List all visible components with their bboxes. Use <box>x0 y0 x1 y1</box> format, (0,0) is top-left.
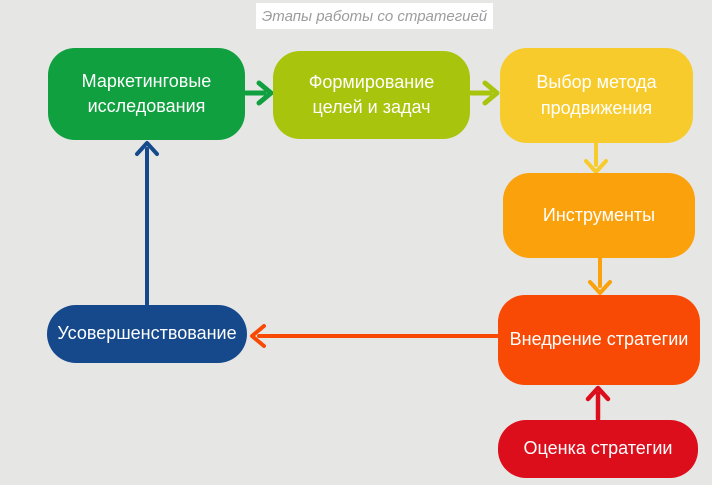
diagram-title: Этапы работы со стратегией <box>261 7 488 25</box>
node-improvement-label: Усовершенствование <box>57 323 237 344</box>
node-improvement: Усовершенствование <box>47 305 247 363</box>
arrow-tools-to-implementation <box>588 257 612 295</box>
arrow-implementation-to-improvement <box>250 324 499 348</box>
arrow-goals-to-method <box>468 80 500 106</box>
arrow-method-to-tools <box>584 142 608 174</box>
node-tools: Инструменты <box>503 173 695 258</box>
node-marketing-research-label: Маркетинговые исследования <box>81 70 212 116</box>
node-method-choice: Выбор метода продвижения <box>500 48 693 143</box>
node-implementation-label: Внедрение стратегии <box>509 329 689 350</box>
node-evaluation: Оценка стратегии <box>498 420 698 478</box>
node-goals-formation: Формирование целей и задач <box>273 51 470 139</box>
arrow-evaluation-to-implementation <box>585 385 611 422</box>
node-tools-label: Инструменты <box>542 204 656 225</box>
node-marketing-research: Маркетинговые исследования <box>48 48 245 140</box>
arrow-research-to-goals <box>243 80 274 106</box>
diagram-title-bar: Этапы работы со стратегией <box>256 3 493 29</box>
node-method-choice-label: Выбор метода продвижения <box>536 72 657 118</box>
node-evaluation-label: Оценка стратегии <box>523 438 673 459</box>
node-implementation: Внедрение стратегии <box>498 295 700 385</box>
arrow-improvement-to-research <box>135 141 159 306</box>
node-goals-formation-label: Формирование целей и задач <box>308 71 435 117</box>
